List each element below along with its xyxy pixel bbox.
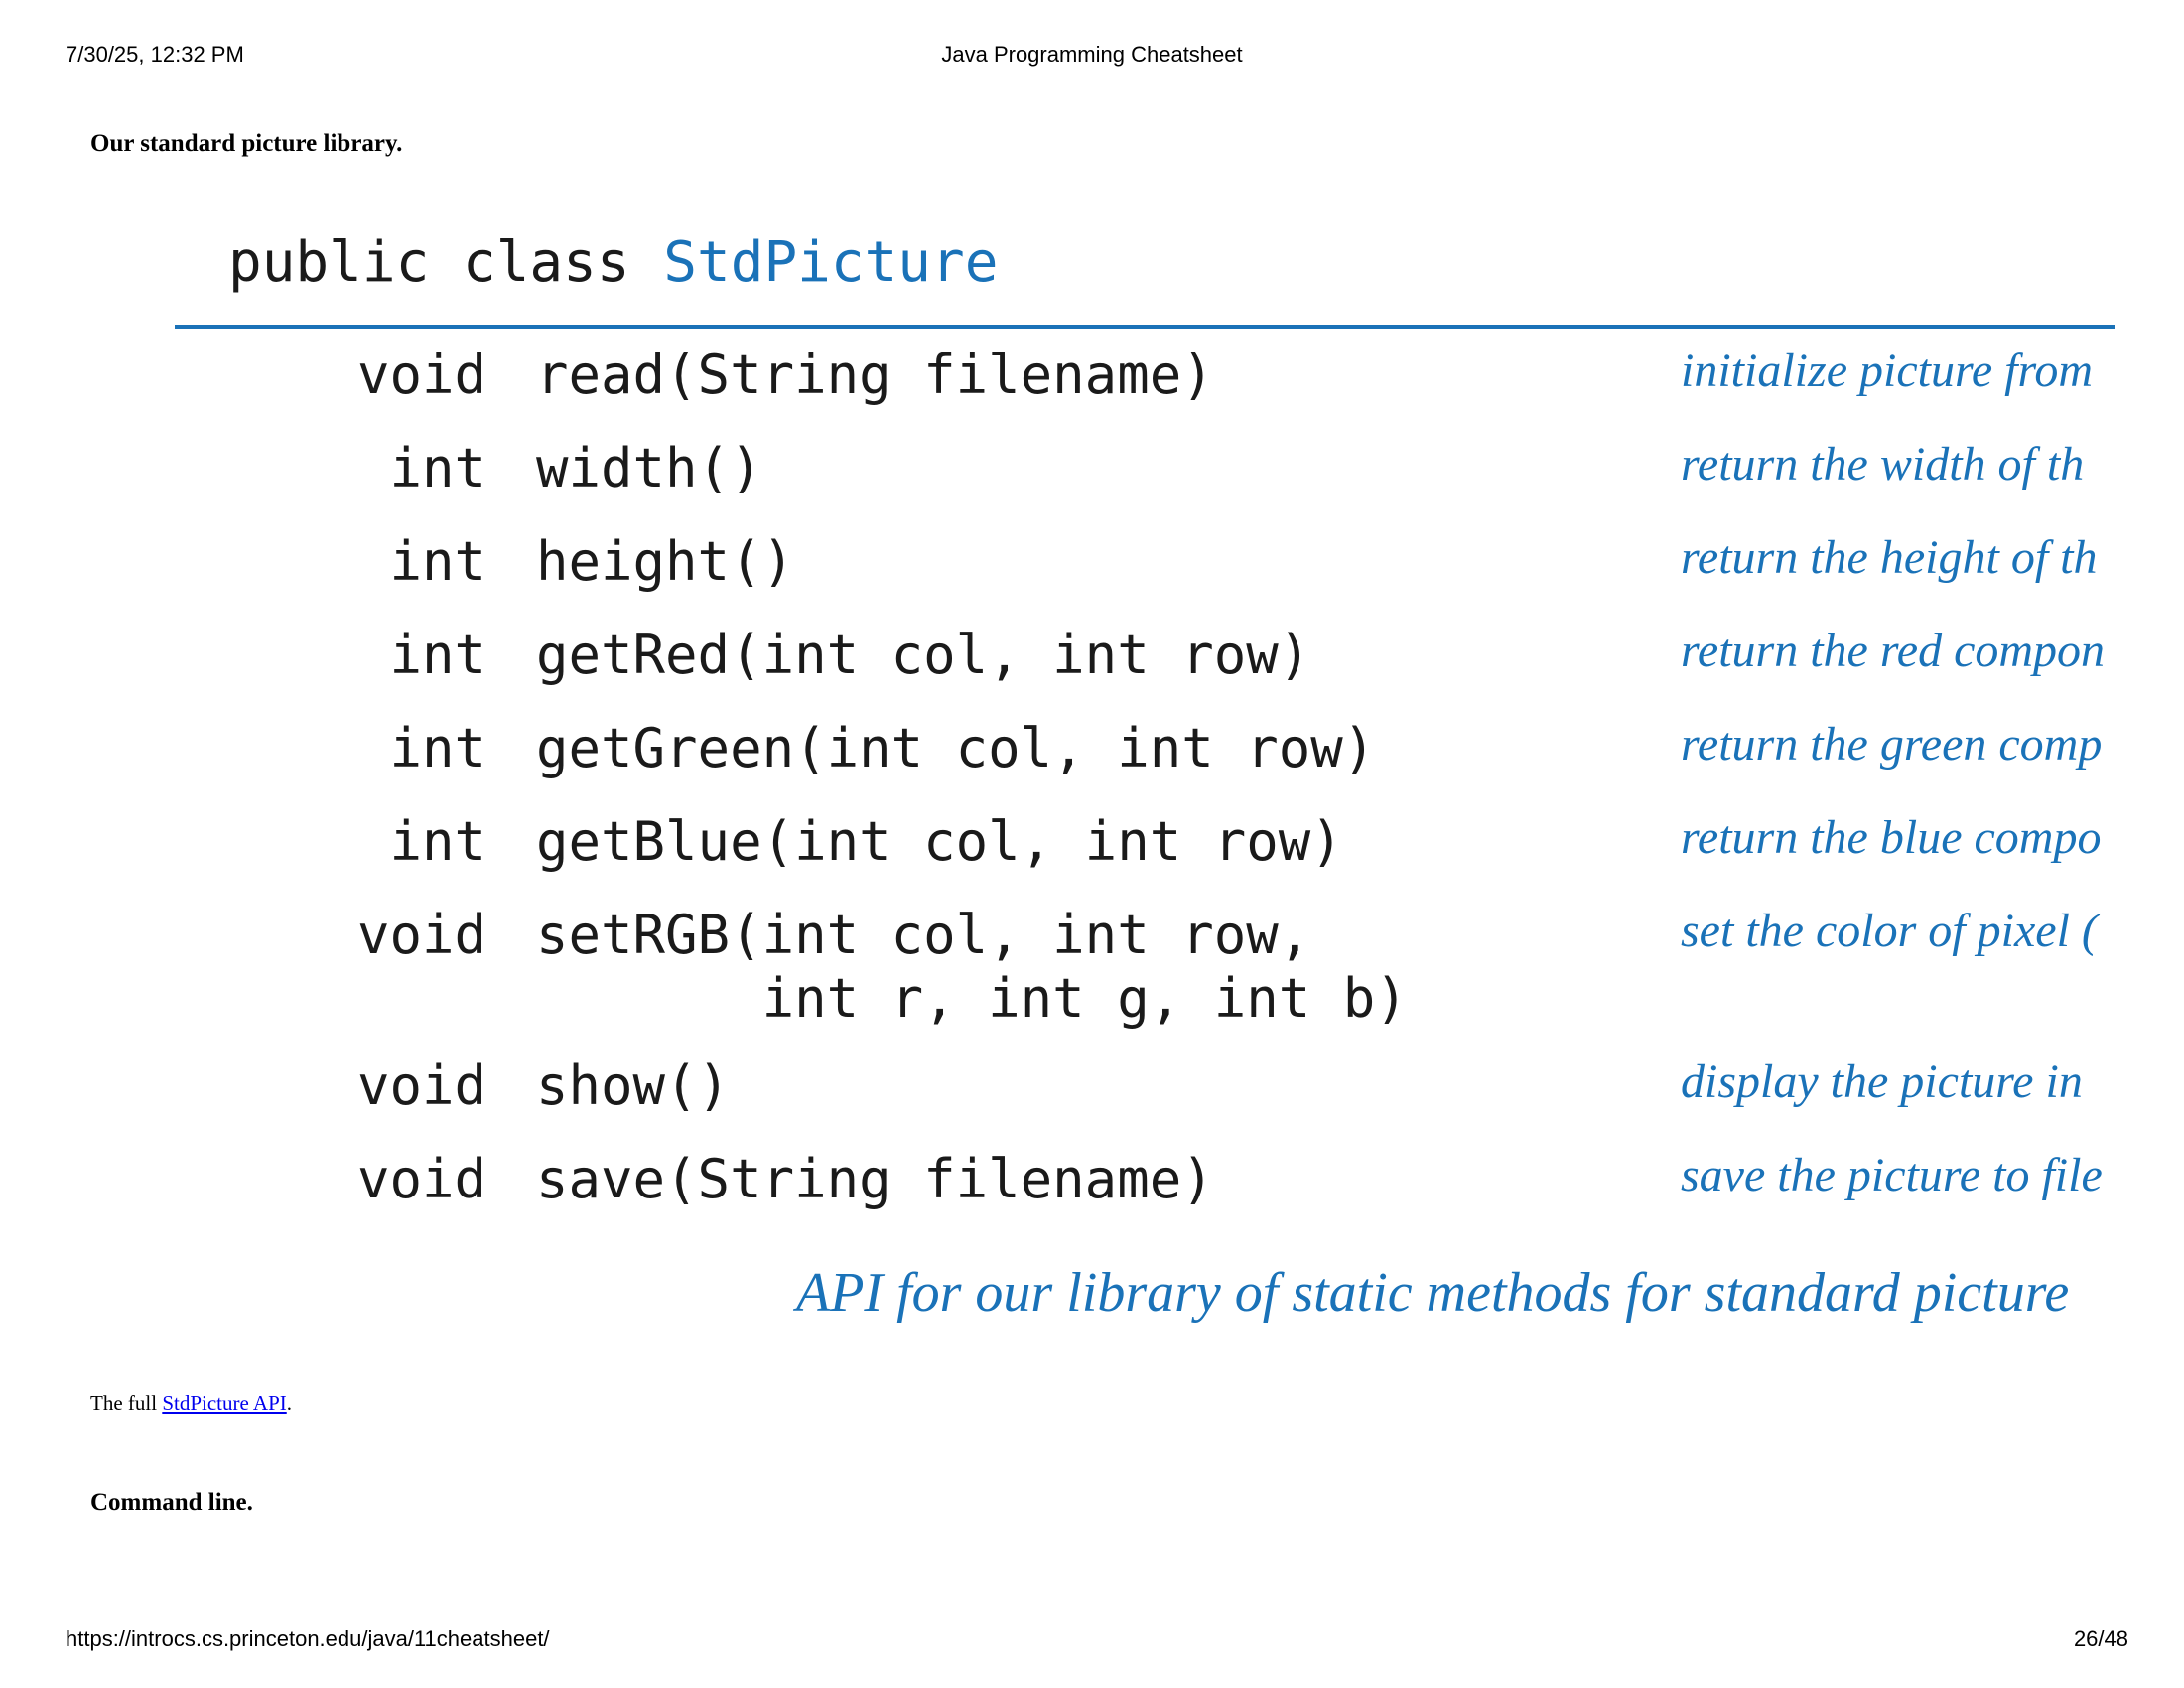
- api-signature: getRed(int col, int row): [536, 624, 1311, 686]
- class-divider: [175, 325, 2115, 329]
- class-declaration: public class StdPicture: [228, 230, 998, 295]
- api-description: set the color of pixel (: [1681, 905, 2098, 957]
- api-return-type: void: [356, 1148, 486, 1210]
- stdpicture-api-link[interactable]: StdPicture API: [162, 1391, 287, 1415]
- full-api-prefix: The full: [90, 1391, 163, 1415]
- api-signature: show(): [536, 1055, 731, 1117]
- print-header-datetime: 7/30/25, 12:32 PM: [66, 42, 244, 67]
- print-footer-page-number: 26/48: [2073, 1626, 2128, 1651]
- print-footer-url: https://introcs.cs.princeton.edu/java/11…: [66, 1626, 550, 1651]
- section-heading-command-line: Command line.: [90, 1489, 253, 1516]
- api-description: display the picture in: [1681, 1055, 2083, 1108]
- api-description: return the red compon: [1681, 625, 2106, 677]
- api-return-type: void: [356, 344, 486, 406]
- api-description: initialize picture from: [1681, 345, 2094, 397]
- full-api-suffix: .: [286, 1391, 292, 1415]
- api-figure-caption: API for our library of static methods fo…: [796, 1262, 2070, 1324]
- api-return-type: int: [389, 530, 486, 593]
- api-description: save the picture to file: [1681, 1149, 2103, 1201]
- api-return-type: int: [389, 810, 486, 873]
- api-return-type: int: [389, 624, 486, 686]
- api-description: return the blue compo: [1681, 811, 2102, 864]
- api-signature: save(String filename): [536, 1148, 1214, 1210]
- api-return-type: void: [356, 904, 486, 966]
- print-header-title: Java Programming Cheatsheet: [941, 42, 1243, 67]
- api-return-type: int: [389, 717, 486, 779]
- api-signature: getGreen(int col, int row): [536, 717, 1376, 779]
- api-return-type: void: [356, 1055, 486, 1117]
- api-description: return the width of th: [1681, 438, 2085, 491]
- api-signature: getBlue(int col, int row): [536, 810, 1343, 873]
- class-name: StdPicture: [663, 230, 999, 295]
- class-keyword-prefix: public class: [228, 230, 664, 295]
- api-signature: height(): [536, 530, 795, 593]
- section-heading-stdpicture: Our standard picture library.: [90, 130, 403, 157]
- api-return-type: int: [389, 437, 486, 499]
- stdpicture-api-figure: public class StdPicture void read(String…: [175, 230, 2115, 1324]
- api-description: return the height of th: [1681, 531, 2098, 584]
- api-signature: read(String filename): [536, 344, 1214, 406]
- full-api-line: The full StdPicture API.: [90, 1391, 292, 1416]
- api-signature: setRGB(int col, int row, int r, int g, i…: [536, 904, 1408, 1030]
- api-description: return the green comp: [1681, 718, 2103, 771]
- api-signature: width(): [536, 437, 762, 499]
